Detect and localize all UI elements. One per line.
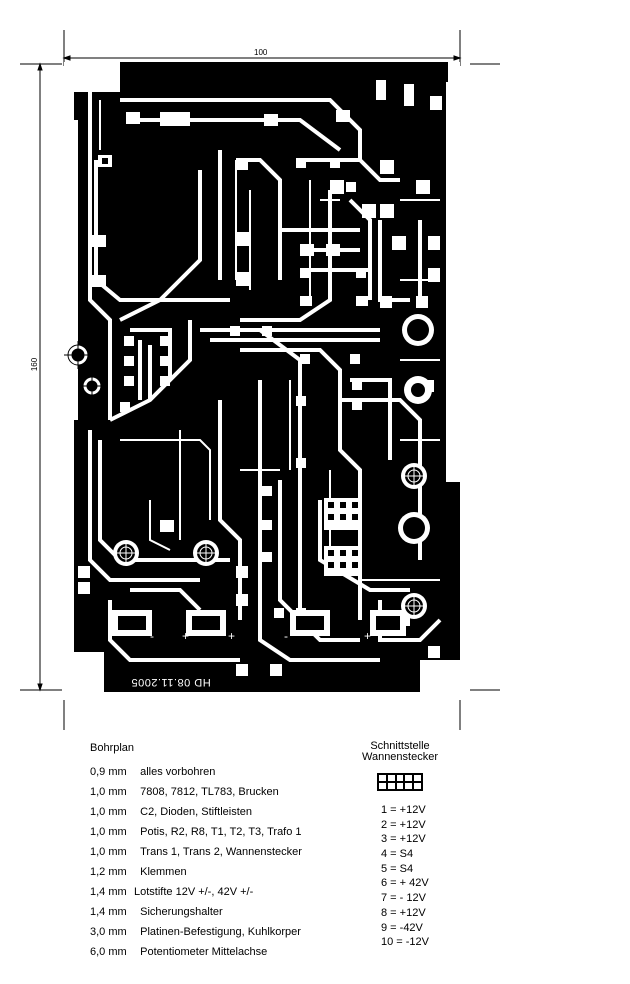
- drill-row: 3,0 mm Platinen-Befestigung, Kuhlkorper: [90, 922, 302, 942]
- interface-title-line1: Schnittstelle: [370, 740, 430, 752]
- solder-pads: [78, 80, 442, 676]
- mounting-holes: [398, 314, 434, 544]
- board-width-label: 100: [254, 48, 268, 57]
- drill-description: Potis, R2, R8, T1, T2, T3, Trafo 1: [140, 826, 302, 838]
- terminal-polarity: - + + - +: [150, 629, 371, 643]
- drill-size: 1,4 mm: [90, 886, 127, 898]
- drill-description: C2, Dioden, Stiftleisten: [140, 806, 253, 818]
- drill-plan-title: Bohrplan: [90, 742, 135, 754]
- drill-size: 1,0 mm: [90, 826, 127, 838]
- box-header-connector-icon: [377, 773, 423, 791]
- interface-table: Schnittstelle Wannenstecker 1 = +12V 2 =…: [355, 741, 445, 950]
- drill-row: 1,0 mm Trans 1, Trans 2, Wannenstecker: [90, 842, 302, 862]
- drill-row: 1,4 mm Lotstifte 12V +/-, 42V +/-: [90, 882, 302, 902]
- pin-assignment: 5 = S4: [381, 862, 414, 875]
- pin-assignment: 4 = S4: [381, 848, 414, 861]
- drill-description: alles vorbohren: [140, 766, 216, 778]
- drill-description: Trans 1, Trans 2, Wannenstecker: [140, 846, 302, 858]
- drill-row: 1,4 mm Sicherungshalter: [90, 902, 302, 922]
- crosshair-holes: [64, 341, 104, 398]
- drill-size: 1,0 mm: [90, 786, 127, 798]
- svg-text:+: +: [182, 629, 189, 643]
- drill-row: 1,0 mm 7808, 7812, TL783, Brucken: [90, 782, 302, 802]
- drill-description: Lotstifte 12V +/-, 42V +/-: [134, 886, 254, 898]
- svg-text:-: -: [284, 629, 288, 643]
- drill-plan: Bohrplan 0,9 mm alles vorbohren 1,0 mm 7…: [90, 742, 302, 962]
- drill-size: 1,2 mm: [90, 866, 127, 878]
- drill-size: 0,9 mm: [90, 766, 127, 778]
- drill-size: 6,0 mm: [90, 946, 127, 958]
- dimension-lines: [20, 30, 500, 730]
- screw-terminals: [112, 610, 406, 636]
- drill-size: 1,0 mm: [90, 846, 127, 858]
- pin-assignment: 8 = +12V: [381, 906, 426, 919]
- pin-assignment: 10 = -12V: [381, 936, 430, 949]
- pin-assignment: 3 = +12V: [381, 833, 426, 846]
- pin-assignment: 6 = + 42V: [381, 877, 429, 890]
- header-pin-holes: [328, 502, 358, 568]
- pin-assignment: 7 = - 12V: [381, 892, 426, 905]
- drill-size: 3,0 mm: [90, 926, 127, 938]
- pin-list: 1 = +12V 2 = +12V 3 = +12V 4 = S4 5 = S4…: [355, 803, 445, 950]
- svg-text:-: -: [150, 629, 154, 643]
- drill-row: 6,0 mm Potentiometer Mittelachse: [90, 942, 302, 962]
- drill-row: 0,9 mm alles vorbohren: [90, 762, 302, 782]
- svg-text:+: +: [228, 629, 235, 643]
- svg-text:+: +: [364, 629, 371, 643]
- drill-row: 1,0 mm Potis, R2, R8, T1, T2, T3, Trafo …: [90, 822, 302, 842]
- board-date-label: HD 08.11.2005: [131, 676, 211, 688]
- fuse-holders: [113, 463, 427, 619]
- drill-size: 1,0 mm: [90, 806, 127, 818]
- board-height-label: 160: [30, 357, 40, 372]
- drill-description: Klemmen: [140, 866, 187, 878]
- drill-description: Potentiometer Mittelachse: [140, 946, 268, 958]
- drill-size: 1,4 mm: [90, 906, 127, 918]
- drill-row: 1,2 mm Klemmen: [90, 862, 302, 882]
- drill-description: Sicherungshalter: [140, 906, 223, 918]
- drill-description: Platinen-Befestigung, Kuhlkorper: [140, 926, 301, 938]
- pin-assignment: 9 = -42V: [381, 921, 423, 934]
- drill-row: 1,0 mm C2, Dioden, Stiftleisten: [90, 802, 302, 822]
- isolation-channels-fine: [99, 99, 440, 581]
- pin-assignment: 1 = +12V: [381, 804, 426, 816]
- interface-title-line2: Wannenstecker: [361, 751, 439, 763]
- clearance-areas: [64, 62, 460, 692]
- pin-assignment: 2 = +12V: [381, 818, 426, 831]
- drill-description: 7808, 7812, TL783, Brucken: [140, 786, 279, 798]
